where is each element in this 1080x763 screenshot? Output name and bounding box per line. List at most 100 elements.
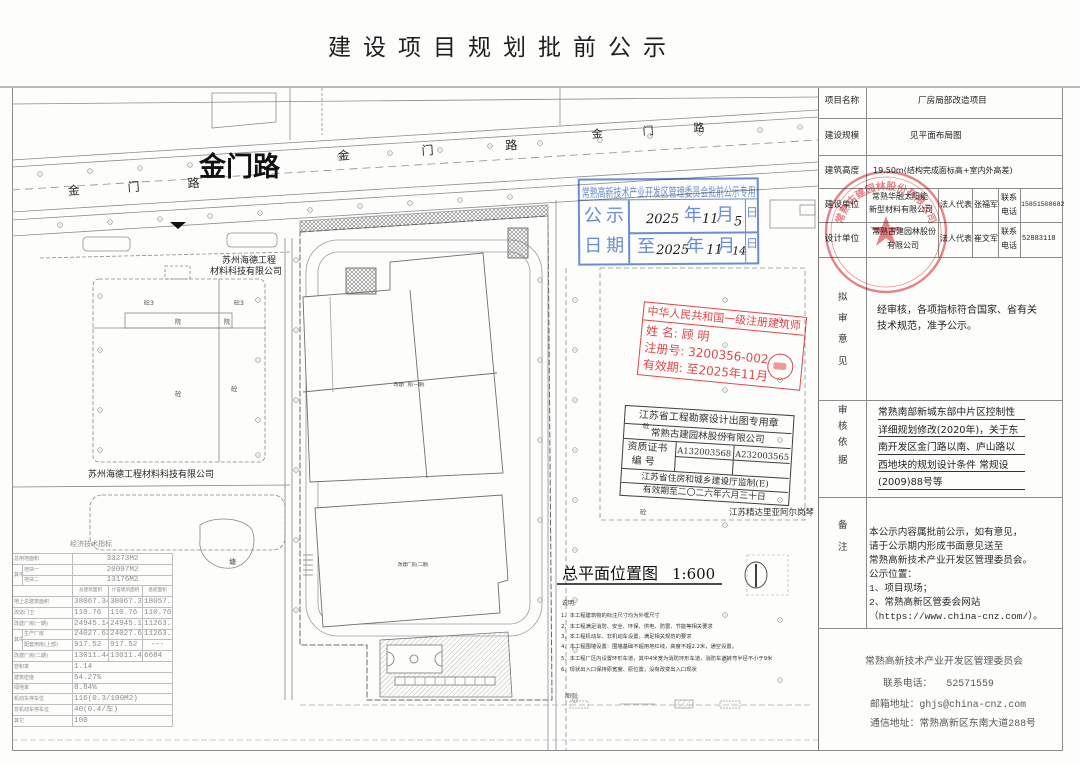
plan-title: 总平面位置图 — [562, 564, 658, 583]
column-header: 计容建筑面积 — [108, 585, 144, 598]
builder-phone-label: 电话 — [1001, 207, 1017, 216]
yard-label: 院 — [175, 318, 181, 326]
building-phase-1 — [302, 227, 529, 483]
row-label: 配套用房(上部) — [21, 639, 74, 652]
notice-from-year: 2025 — [645, 211, 680, 228]
row-value: 20097M2 — [72, 563, 174, 576]
notice-to-year: 2025 — [656, 242, 690, 259]
row-label: 绿地率 — [11, 682, 74, 695]
info-row-divider — [818, 155, 1062, 156]
basis-label-char: 审 — [838, 405, 848, 416]
cell: 11263.13 — [142, 617, 174, 630]
plan-scale: 1:600 — [672, 565, 715, 583]
cell: 13011.44 — [108, 650, 144, 662]
legend-heading: 图例: — [565, 692, 579, 700]
notice-label-char: 公 — [583, 205, 603, 227]
notice-from-day: 5 — [733, 214, 743, 230]
row-label: 其它 — [11, 714, 74, 727]
concrete-label: 砼 — [640, 507, 647, 516]
info-row-divider — [818, 497, 1062, 498]
notice-from-year-unit: 年 — [683, 204, 703, 226]
info-table-left-border — [818, 88, 819, 750]
note-line: 1、本工程建筑物的标注尺寸均为外框尺寸 — [561, 611, 660, 619]
opinion-label-char: 见 — [838, 356, 848, 367]
drawing-issue-stamp: 江苏省工程勘察设计出图专用章 常熟古建园林股份有限公司 资质证书 编 号 A13… — [619, 404, 795, 507]
cell: 6684 — [142, 650, 174, 662]
builder-phone-label: 联系 — [1001, 193, 1017, 202]
basis-line: (2009)88号等 — [878, 472, 1025, 490]
remarks-line: 2、常熟高新区管委会网站 — [869, 597, 981, 608]
notice-label-char: 期 — [606, 235, 625, 257]
row-label: 改建厂房(二期) — [11, 650, 74, 662]
row-label: 改造门卫 — [11, 606, 74, 619]
row-label: 地块一 — [21, 563, 74, 576]
architect-reg-label: 注册号: — [643, 340, 686, 359]
footer-org: 常熟高新技术产业开发区管理委员会 — [865, 656, 1024, 667]
concrete-label: 砼3 — [234, 299, 244, 307]
building-height-label: 建筑高度 — [824, 166, 860, 176]
build-scale-label: 建设规模 — [824, 131, 860, 141]
builder-label: 建设单位 — [824, 200, 860, 210]
row-label: 地上总建筑面积 — [11, 596, 74, 608]
road-name-small-east: 金门路 — [591, 118, 745, 141]
neighbor-company-label-top-2: 材料科技有限公司 — [210, 265, 282, 277]
notice-to-prefix: 至 — [637, 236, 656, 258]
column-header: 基底面积 — [142, 585, 174, 598]
notice-label-char: 日 — [584, 235, 603, 257]
registered-architect-stamp: 中华人民共和国一级注册建筑师 姓 名: 顾 明 注册号: 3200356-002… — [636, 301, 808, 391]
public-notice-stamp: 常熟高新技术产业开发区管理委员会批前公示专用章 公 示 日 期 2025 年 1… — [577, 177, 760, 266]
remarks-line: 本公示内容属批前公示，如有意见， — [869, 527, 1023, 538]
designer-phone-label: 电话 — [1001, 241, 1017, 250]
basis-label-char: 据 — [838, 455, 848, 466]
info-table-right-border — [1062, 88, 1063, 750]
info-table-label-divider — [866, 88, 867, 628]
building-phase-2 — [303, 494, 509, 628]
concrete-label: 砼 — [643, 421, 650, 430]
row-label: 改建厂房(一期) — [11, 617, 74, 630]
architect-valid-label: 有效期: — [642, 357, 684, 376]
info-row-divider — [818, 118, 1062, 119]
cell: 13011.44 — [72, 650, 110, 662]
drawing-cert-label: 编 号 — [631, 455, 656, 468]
note-line: 2、本工程满足消防、安全、环保、供电、防雷、节能等相关要求 — [561, 622, 713, 630]
footer-phone-label: 联系电话： — [883, 678, 933, 689]
build-scale-value: 见平面布局图 — [910, 131, 962, 141]
row-value: 1.14 — [72, 660, 174, 673]
row-group-label: 其中 — [12, 628, 23, 652]
notice-stamp-divider — [628, 231, 758, 234]
note-line: 3、本工程机动车、非机动车设置，满足相关规范的要求 — [561, 632, 692, 640]
neighbor-site-outline — [12, 238, 293, 700]
neighbor-company-label-top-1: 苏州海德工程 — [222, 254, 276, 266]
building-phase-1-label: 改建厂房(一期) — [394, 381, 425, 388]
cell: 38067.34 — [72, 596, 110, 608]
notice-to-day: 14 — [732, 244, 747, 258]
notice-stamp-header-text: 常熟高新技术产业开发区管理委员会批前公示专用章 — [581, 184, 756, 201]
remarks-line: 1、项目现场； — [869, 583, 933, 594]
row-value: 100 — [72, 714, 174, 727]
row-label: 容积率 — [11, 660, 74, 673]
footer-address: 常熟高新区东南大道288号 — [919, 718, 1036, 729]
table-header-row: 总建筑面积计容建筑面积基底面积 — [11, 585, 174, 598]
designer-phone-label: 联系 — [1001, 227, 1017, 236]
row-label: 地块二 — [21, 574, 74, 587]
cell: 24945.14 — [72, 617, 110, 630]
basis-line: 详细规划修改(2020年)，关于东 — [878, 420, 1025, 438]
architect-name-label: 姓 名: — [645, 323, 679, 341]
info-row-divider — [818, 628, 1062, 629]
notes-heading: 说明: — [562, 599, 576, 607]
east-side-lines — [12, 200, 818, 750]
info-row-divider — [818, 188, 1062, 189]
note-line: 6、现状出入口保持原宽度、原位置，没有改变出入口现状 — [561, 665, 697, 673]
notice-to-year-unit: 年 — [686, 235, 705, 257]
cell: 24027.62 — [72, 628, 110, 641]
builder-name: 常熟华融太阳能 — [872, 192, 928, 201]
basis-line: 西地块的规划设计条件 常规设 — [878, 455, 1025, 473]
basis-line: 南开发区金门路以南、庐山路以 — [878, 437, 1025, 455]
page-title: 建设项目规划批前公示 — [328, 35, 678, 61]
